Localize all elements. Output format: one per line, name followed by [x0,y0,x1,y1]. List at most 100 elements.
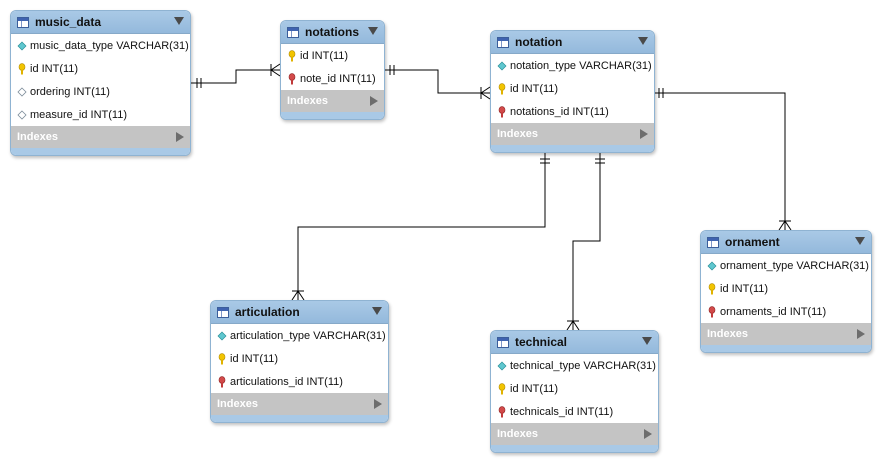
table-header[interactable]: notations [281,21,384,44]
foreign-key-icon [707,305,717,318]
column-label: id INT(11) [300,49,349,62]
indexes-section[interactable]: Indexes [281,90,384,112]
collapse-arrow-icon[interactable] [638,37,648,45]
table-icon [287,26,299,38]
column-label: id INT(11) [510,382,559,395]
indexes-label: Indexes [17,131,58,143]
key-icon [497,382,507,395]
expand-arrow-icon[interactable] [644,429,652,439]
column-label: notation_type VARCHAR(31) [510,59,652,72]
diamond-hollow-icon [17,109,27,121]
table-header[interactable]: ornament [701,231,871,254]
column-row[interactable]: id INT(11) [281,44,384,67]
diamond-cyan-icon [17,40,27,52]
relationship-notation-technical[interactable] [566,153,605,331]
relationship-notation-ornament[interactable] [654,88,792,231]
table-footer [11,148,190,155]
table-icon [17,16,29,28]
relationship-notations-notation[interactable] [384,65,491,100]
column-label: id INT(11) [510,82,559,95]
table-name: music_data [35,15,102,29]
column-row[interactable]: note_id INT(11) [281,67,384,90]
column-row[interactable]: id INT(11) [211,347,388,370]
collapse-arrow-icon[interactable] [855,237,865,245]
column-row[interactable]: ornaments_id INT(11) [701,300,871,323]
indexes-section[interactable]: Indexes [11,126,190,148]
indexes-section[interactable]: Indexes [491,423,658,445]
table-notations[interactable]: notations id INT(11) note_id INT(11) Indexe… [280,20,385,120]
column-label: measure_id INT(11) [30,108,127,121]
indexes-section[interactable]: Indexes [701,323,871,345]
column-row[interactable]: id INT(11) [491,377,658,400]
table-music-data[interactable]: music_data music_data_type VARCHAR(31) id … [10,10,191,156]
column-label: id INT(11) [720,282,769,295]
column-row[interactable]: id INT(11) [11,57,190,80]
column-row[interactable]: music_data_type VARCHAR(31) [11,34,190,57]
table-name: notations [305,25,359,39]
table-notation[interactable]: notation notation_type VARCHAR(31) id INT(… [490,30,655,153]
column-label: notations_id INT(11) [510,105,609,118]
table-icon [217,306,229,318]
table-name: articulation [235,305,300,319]
column-label: articulations_id INT(11) [230,375,343,388]
expand-arrow-icon[interactable] [374,399,382,409]
key-icon [17,62,27,75]
diamond-cyan-icon [497,60,507,72]
column-label: ornament_type VARCHAR(31) [720,259,869,272]
collapse-arrow-icon[interactable] [174,17,184,25]
expand-arrow-icon[interactable] [176,132,184,142]
foreign-key-icon [497,105,507,118]
column-label: id INT(11) [30,62,79,75]
column-row[interactable]: ordering INT(11) [11,80,190,103]
foreign-key-icon [217,375,227,388]
expand-arrow-icon[interactable] [370,96,378,106]
column-row[interactable]: articulations_id INT(11) [211,370,388,393]
column-row[interactable]: technicals_id INT(11) [491,400,658,423]
column-label: ornaments_id INT(11) [720,305,827,318]
relationship-music-data-notations[interactable] [190,63,281,88]
table-header[interactable]: technical [491,331,658,354]
column-row[interactable]: notation_type VARCHAR(31) [491,54,654,77]
column-row[interactable]: id INT(11) [701,277,871,300]
key-icon [707,282,717,295]
table-icon [707,236,719,248]
column-label: id INT(11) [230,352,279,365]
column-label: ordering INT(11) [30,85,110,98]
relationship-notation-articulation[interactable] [291,153,550,301]
table-header[interactable]: articulation [211,301,388,324]
key-icon [497,82,507,95]
table-header[interactable]: music_data [11,11,190,34]
table-name: notation [515,35,563,49]
diamond-cyan-icon [497,360,507,372]
expand-arrow-icon[interactable] [640,129,648,139]
table-header[interactable]: notation [491,31,654,54]
collapse-arrow-icon[interactable] [642,337,652,345]
column-row[interactable]: notations_id INT(11) [491,100,654,123]
column-row[interactable]: id INT(11) [491,77,654,100]
diamond-cyan-icon [217,330,227,342]
table-footer [211,415,388,422]
column-label: articulation_type VARCHAR(31) [230,329,386,342]
diamond-hollow-icon [17,86,27,98]
expand-arrow-icon[interactable] [857,329,865,339]
column-row[interactable]: articulation_type VARCHAR(31) [211,324,388,347]
indexes-label: Indexes [707,328,748,340]
collapse-arrow-icon[interactable] [372,307,382,315]
table-articulation[interactable]: articulation articulation_type VARCHAR(31… [210,300,389,423]
column-label: note_id INT(11) [300,72,376,85]
indexes-section[interactable]: Indexes [211,393,388,415]
column-row[interactable]: ornament_type VARCHAR(31) [701,254,871,277]
indexes-label: Indexes [497,428,538,440]
table-ornament[interactable]: ornament ornament_type VARCHAR(31) id INT(… [700,230,872,353]
collapse-arrow-icon[interactable] [368,27,378,35]
indexes-section[interactable]: Indexes [491,123,654,145]
table-icon [497,336,509,348]
column-row[interactable]: technical_type VARCHAR(31) [491,354,658,377]
foreign-key-icon [287,72,297,85]
diamond-cyan-icon [707,260,717,272]
table-footer [701,345,871,352]
column-label: music_data_type VARCHAR(31) [30,39,189,52]
column-row[interactable]: measure_id INT(11) [11,103,190,126]
